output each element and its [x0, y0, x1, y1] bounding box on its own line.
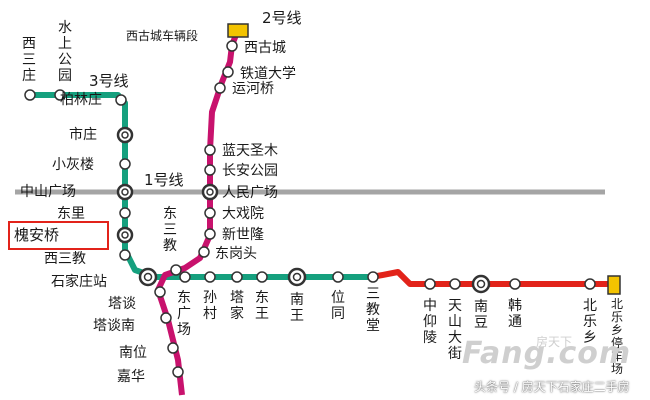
station-label-xisanjiao: 西三教 — [44, 251, 86, 267]
station-label-changangongyuan: 长安公园 — [222, 163, 278, 179]
station-dot-xinshilong[interactable] — [204, 228, 216, 240]
station-dot-dongsanjiao[interactable] — [170, 264, 182, 276]
watermark-logo: Fang.com — [462, 336, 632, 371]
station-label-tajia: 塔家 — [230, 290, 244, 322]
station-label-bailinzhuang: 柏林庄 — [60, 92, 102, 108]
station-label-beilexiang: 北乐乡 — [583, 298, 597, 346]
station-dot-xisanjiao[interactable] — [119, 249, 131, 261]
station-dot-nandou[interactable] — [471, 274, 491, 294]
station-dot-nanwang[interactable] — [287, 267, 307, 287]
depot-label-xigucheng: 西古城车辆段 — [126, 29, 199, 43]
station-label-dongsanjiao: 东三教 — [163, 206, 177, 254]
station-dot-huaianqiao-inner — [121, 231, 129, 239]
station-label-zhongyangling: 中仰陵 — [423, 298, 437, 346]
station-label-renminguangchang: 人民广场 — [222, 185, 278, 201]
highlight-box — [8, 221, 109, 250]
station-label-dongwang: 东王 — [255, 290, 269, 322]
station-label-xigucheng: 西古城 — [244, 40, 286, 56]
station-dot-shuishanggongyuan[interactable] — [54, 89, 66, 101]
station-dot-changangongyuan[interactable] — [204, 164, 216, 176]
station-label-xisanzhuang: 西三庄 — [22, 36, 36, 84]
station-dot-jiahua[interactable] — [172, 366, 184, 378]
station-dot-xigucheng[interactable] — [226, 40, 238, 52]
station-dot-nanwang-inner — [292, 272, 302, 282]
station-dot-shizhuang-inner — [121, 131, 129, 139]
station-dot-xisanzhuang[interactable] — [24, 89, 36, 101]
depot-beilexiang — [607, 275, 621, 295]
station-dot-weitong[interactable] — [332, 271, 344, 283]
station-dot-huaianqiao[interactable] — [116, 226, 134, 244]
station-label-dongli: 东里 — [57, 206, 85, 222]
station-label-hantong: 韩通 — [508, 298, 522, 330]
station-label-daxiyuan: 大戏院 — [222, 206, 264, 222]
station-dot-zhongshanguangchang-inner — [121, 188, 129, 196]
watermark-logo-cn: 房天下 — [536, 335, 573, 349]
station-dot-tatannan[interactable] — [160, 312, 172, 324]
station-label-xinshilong: 新世隆 — [222, 227, 264, 243]
station-dot-beilexiang[interactable] — [584, 278, 596, 290]
station-dot-tianshandajie[interactable] — [449, 278, 461, 290]
station-dot-donggangtou[interactable] — [198, 246, 210, 258]
station-dot-bailinzhuang[interactable] — [115, 94, 127, 106]
station-dot-shizhuang[interactable] — [116, 126, 134, 144]
line2-name: 2号线 — [262, 9, 302, 27]
station-dot-tiedaodaxue[interactable] — [222, 66, 234, 78]
station-label-nandou: 南豆 — [474, 299, 488, 331]
station-dot-lantianshengmu[interactable] — [204, 144, 216, 156]
station-label-weitong: 位同 — [331, 290, 345, 322]
station-label-shijiazhuangzhan: 石家庄站 — [51, 274, 107, 290]
depot-label-beilexiang: 北乐乡停车场 — [610, 297, 623, 376]
station-dot-zhongyangling[interactable] — [424, 278, 436, 290]
station-dot-shijiazhuangzhan[interactable] — [138, 267, 158, 287]
station-label-yunheqiao: 运河桥 — [232, 81, 274, 97]
station-label-dongguangchang: 东广场 — [177, 290, 191, 338]
station-label-nanwei: 南位 — [119, 345, 147, 361]
station-label-zhongshanguangchang: 中山广场 — [20, 184, 76, 200]
station-dot-tajia[interactable] — [231, 271, 243, 283]
station-dot-dongwang[interactable] — [256, 271, 268, 283]
station-label-tiedaodaxue: 铁道大学 — [240, 66, 296, 82]
station-dot-hantong[interactable] — [509, 278, 521, 290]
depot-xigucheng — [227, 23, 249, 38]
station-dot-nanwei[interactable] — [167, 342, 179, 354]
station-dot-daxiyuan[interactable] — [204, 207, 216, 219]
station-dot-tatan[interactable] — [154, 286, 166, 298]
station-label-jiahua: 嘉华 — [117, 369, 145, 385]
station-dot-dongli[interactable] — [119, 207, 131, 219]
station-label-sanjiaotang: 三教堂 — [366, 286, 380, 334]
station-label-lantianshengmu: 蓝天圣木 — [222, 143, 278, 159]
station-dot-yunheqiao[interactable] — [214, 82, 226, 94]
line3-name: 3号线 — [89, 72, 129, 90]
station-label-donggangtou: 东岗头 — [215, 246, 257, 262]
station-dot-renminguangchang[interactable] — [201, 183, 219, 201]
station-dot-suncun[interactable] — [204, 271, 216, 283]
station-dot-sanjiaotang[interactable] — [367, 271, 379, 283]
station-label-shuishanggongyuan: 水上公园 — [58, 20, 72, 84]
line3-red-segment — [371, 269, 612, 287]
station-label-tatannan: 塔谈南 — [93, 318, 135, 334]
station-dot-shijiazhuangzhan-inner — [143, 272, 153, 282]
station-label-huaianqiao: 槐安桥 — [14, 226, 60, 244]
station-label-tianshandajie: 天山大街 — [448, 298, 462, 362]
station-dot-renminguangchang-inner — [206, 188, 214, 196]
station-label-tatan: 塔谈 — [108, 296, 136, 312]
station-label-xiaohuilou: 小灰楼 — [52, 157, 94, 173]
line1-name: 1号线 — [144, 171, 184, 189]
station-label-suncun: 孙村 — [203, 290, 217, 322]
station-label-nanwang: 南王 — [290, 292, 304, 324]
station-label-shizhuang: 市庄 — [69, 127, 97, 143]
watermark-credit: 头条号 / 房天下石家庄二手房 — [474, 380, 630, 394]
station-dot-nandou-inner — [476, 279, 486, 289]
station-dot-xiaohuilou[interactable] — [119, 158, 131, 170]
station-dot-zhongshanguangchang[interactable] — [116, 183, 134, 201]
station-dot-dongguangchang[interactable] — [179, 271, 191, 283]
